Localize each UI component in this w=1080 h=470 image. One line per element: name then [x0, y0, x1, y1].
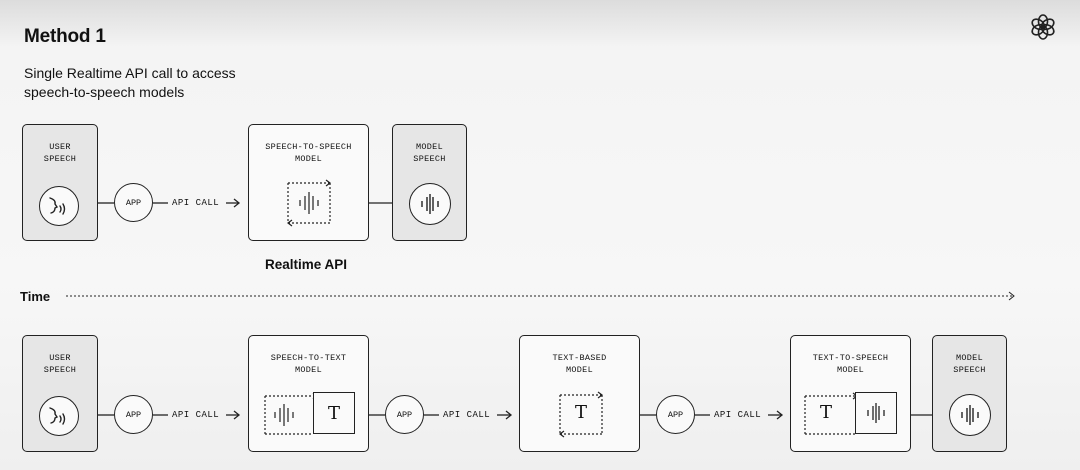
waveform-icon — [949, 394, 991, 436]
api-call-label: API CALL — [172, 410, 220, 420]
model-speech-box: MODEL SPEECH — [392, 124, 467, 241]
waveform-icon — [855, 392, 897, 434]
speech-to-speech-label: SPEECH-TO-SPEECH MODEL — [265, 142, 352, 164]
speech-to-text-model-box: SPEECH-TO-TEXT MODEL T — [248, 335, 369, 452]
text-token-icon: T — [313, 392, 355, 434]
waveform-icon — [264, 392, 318, 435]
app-node: APP — [385, 395, 424, 434]
app-label: APP — [125, 197, 142, 208]
model-speech-label: MODEL SPEECH — [413, 142, 446, 164]
app-label: APP — [125, 409, 142, 420]
text-token-icon: T — [819, 402, 832, 423]
app-node: APP — [656, 395, 695, 434]
text-based-model-box: TEXT-BASED MODEL T — [519, 335, 640, 452]
app-node: APP — [114, 395, 153, 434]
api-call-label: API CALL — [714, 410, 762, 420]
page-subtitle: Single Realtime API call to access speec… — [24, 65, 236, 100]
model-speech-box: MODEL SPEECH — [932, 335, 1007, 452]
user-speech-label: USER SPEECH — [43, 142, 77, 164]
text-to-speech-model-box: TEXT-TO-SPEECH MODEL T — [790, 335, 911, 452]
speaking-head-icon — [39, 186, 79, 226]
waveform-icon — [409, 183, 451, 225]
page-title: Method 1 — [24, 26, 106, 47]
api-call-label: API CALL — [443, 410, 491, 420]
speaking-head-icon — [39, 396, 79, 436]
user-speech-box: USER SPEECH — [22, 124, 98, 241]
user-speech-label: USER SPEECH — [43, 353, 77, 375]
text-token-icon: T — [574, 402, 587, 423]
text-to-speech-label: TEXT-TO-SPEECH MODEL — [812, 353, 889, 375]
app-label: APP — [667, 409, 684, 420]
api-call-label: API CALL — [172, 198, 220, 208]
app-label: APP — [396, 409, 413, 420]
speech-to-text-label: SPEECH-TO-TEXT MODEL — [270, 353, 347, 375]
openai-logo-icon — [1028, 12, 1058, 42]
realtime-api-caption: Realtime API — [265, 257, 348, 272]
app-node: APP — [114, 183, 153, 222]
loop-arrows-icon — [559, 391, 603, 438]
text-based-model-label: TEXT-BASED MODEL — [552, 353, 607, 375]
time-label: Time — [20, 289, 51, 304]
model-speech-label: MODEL SPEECH — [953, 353, 986, 375]
user-speech-box: USER SPEECH — [22, 335, 98, 452]
speech-to-speech-model-box: SPEECH-TO-SPEECH MODEL — [248, 124, 369, 241]
waveform-icon — [287, 179, 331, 227]
